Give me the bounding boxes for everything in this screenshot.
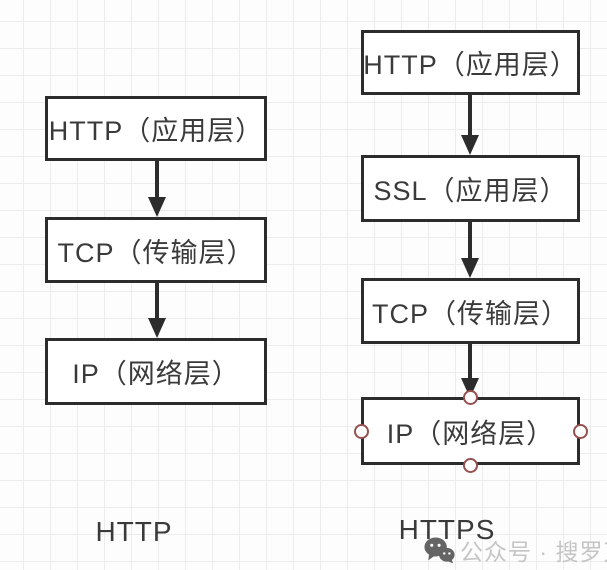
connection-handle-top[interactable] — [463, 390, 478, 405]
node-tcp-transport-layer[interactable]: TCP（传输层） — [45, 217, 267, 283]
arrow-shaft — [468, 95, 472, 139]
arrow-shaft — [155, 161, 159, 201]
arrow-shaft — [468, 222, 472, 262]
arrowhead-down-icon — [461, 258, 479, 278]
connection-handle-left[interactable] — [354, 424, 369, 439]
connector-http-to-ssl — [460, 95, 480, 155]
connection-handle-right[interactable] — [573, 424, 588, 439]
connector-tcp-to-ip — [147, 283, 167, 338]
arrow-shaft — [468, 344, 472, 382]
node-https-tcp-transport-layer[interactable]: TCP（传输层） — [361, 278, 580, 344]
connection-handle-bottom[interactable] — [463, 458, 478, 473]
node-ssl-application-layer[interactable]: SSL（应用层） — [361, 155, 580, 222]
connector-ssl-to-tcp — [460, 222, 480, 278]
caption-https-stack: HTTPS — [398, 514, 496, 545]
arrowhead-down-icon — [148, 318, 166, 338]
caption-http-stack: HTTP — [95, 516, 173, 547]
node-https-http-application-layer[interactable]: HTTP（应用层） — [361, 30, 580, 95]
connector-http-to-tcp — [147, 161, 167, 217]
arrowhead-down-icon — [461, 135, 479, 155]
arrow-shaft — [155, 283, 159, 322]
node-https-ip-network-layer-selected[interactable]: IP（网络层） — [361, 397, 580, 465]
node-ip-network-layer[interactable]: IP（网络层） — [45, 338, 267, 405]
arrowhead-down-icon — [148, 197, 166, 217]
node-http-application-layer[interactable]: HTTP（应用层） — [45, 96, 267, 161]
